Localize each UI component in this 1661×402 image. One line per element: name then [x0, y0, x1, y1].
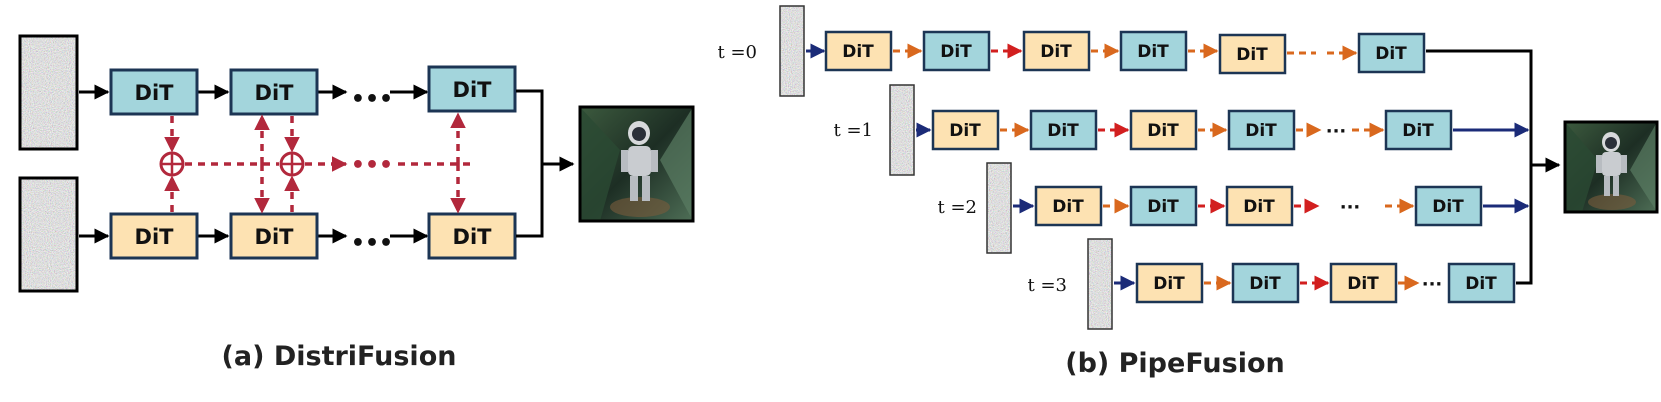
- dit-block-t3-2: DiT: [1231, 262, 1300, 304]
- dit-label: DiT: [842, 42, 874, 62]
- dit-label: DiT: [1147, 197, 1179, 217]
- dit-block-t1-3: DiT: [1129, 109, 1198, 151]
- dit-block-t3-1: DiT: [1135, 262, 1204, 304]
- pipefusion-panel: t =0 t =1 t =2 t =3 DiT DiT: [718, 5, 1659, 379]
- dit-block-t0-5: DiT: [1218, 33, 1287, 75]
- dit-block-t2-1: DiT: [1034, 185, 1103, 227]
- dit-block-t2-4: DiT: [1414, 185, 1483, 227]
- dit-label: DiT: [135, 225, 175, 249]
- dit-block-t2-2: DiT: [1129, 185, 1198, 227]
- dit-block-t3-3: DiT: [1329, 262, 1398, 304]
- noise-image-t2: [986, 162, 1012, 254]
- dit-label: DiT: [1347, 274, 1379, 294]
- dit-block-top-1: DiT: [109, 68, 199, 116]
- dit-label: DiT: [1047, 121, 1079, 141]
- dit-block-bottom-3: DiT: [427, 212, 517, 260]
- dit-label: DiT: [1137, 42, 1169, 62]
- dit-label: DiT: [1243, 197, 1275, 217]
- dit-label: DiT: [255, 225, 295, 249]
- dit-block-t2-3: DiT: [1225, 185, 1294, 227]
- dit-label: DiT: [1432, 197, 1464, 217]
- dit-block-t1-1: DiT: [931, 109, 1000, 151]
- dit-block-top-2: DiT: [229, 68, 319, 116]
- dit-label: DiT: [1040, 42, 1072, 62]
- ellipsis-top: •••: [351, 87, 393, 112]
- dit-block-bottom-2: DiT: [229, 212, 319, 260]
- timestep-label-1: t =1: [834, 120, 874, 141]
- dit-label: DiT: [255, 81, 295, 105]
- dit-block-bottom-1: DiT: [109, 212, 199, 260]
- dit-block-t3-4: DiT: [1447, 262, 1516, 304]
- noise-image-top: [18, 34, 79, 151]
- dit-label: DiT: [1465, 274, 1497, 294]
- activation-exchange: [164, 112, 470, 214]
- dit-block-t1-5: DiT: [1384, 109, 1453, 151]
- ellipsis-bottom: •••: [351, 231, 393, 256]
- dit-label: DiT: [1375, 44, 1407, 64]
- dit-block-t1-4: DiT: [1227, 109, 1296, 151]
- dit-label: DiT: [1245, 121, 1277, 141]
- noise-image-t0: [779, 5, 805, 97]
- ellipsis-middle: •••: [351, 153, 393, 178]
- dit-block-t0-2: DiT: [922, 30, 991, 72]
- ellipsis-t3: ···: [1422, 274, 1443, 295]
- dit-block-top-3: DiT: [427, 65, 517, 113]
- astronaut-output-image: [578, 105, 695, 223]
- dit-label: DiT: [453, 78, 493, 102]
- dit-block-t0-1: DiT: [824, 30, 893, 72]
- dit-label: DiT: [949, 121, 981, 141]
- dit-label: DiT: [1236, 45, 1268, 65]
- timestep-label-2: t =2: [938, 197, 978, 218]
- noise-image-t1: [889, 84, 915, 176]
- caption-b: (b) PipeFusion: [1065, 348, 1285, 379]
- distrifusion-panel: DiT DiT DiT DiT DiT DiT ••• ••• •••: [18, 34, 695, 372]
- astronaut-output-image: [1563, 120, 1659, 214]
- dit-block-t0-4: DiT: [1119, 30, 1188, 72]
- noise-image-t3: [1087, 238, 1113, 330]
- dit-label: DiT: [1147, 121, 1179, 141]
- dit-label: DiT: [1249, 274, 1281, 294]
- dit-label: DiT: [135, 81, 175, 105]
- dit-block-t0-6: DiT: [1357, 32, 1426, 74]
- dit-block-t1-2: DiT: [1029, 109, 1098, 151]
- dit-label: DiT: [940, 42, 972, 62]
- add-icon: [279, 151, 305, 177]
- caption-a: (a) DistriFusion: [222, 341, 457, 372]
- timestep-label-3: t =3: [1028, 275, 1068, 296]
- timestep-label-0: t =0: [718, 42, 758, 63]
- dit-block-t0-3: DiT: [1022, 30, 1091, 72]
- dit-label: DiT: [1153, 274, 1185, 294]
- noise-image-bottom: [18, 176, 79, 293]
- dit-label: DiT: [1402, 121, 1434, 141]
- dit-label: DiT: [1052, 197, 1084, 217]
- ellipsis-t1: ···: [1326, 121, 1347, 142]
- ellipsis-t2: ···: [1340, 197, 1361, 218]
- dit-label: DiT: [453, 225, 493, 249]
- add-icon: [159, 151, 185, 177]
